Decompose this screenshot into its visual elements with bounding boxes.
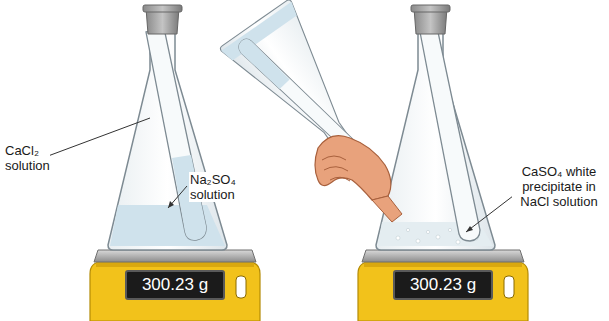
solution-label: Na₂SO₄ solution [189,172,253,202]
mass-reading: 300.23 g [142,272,208,298]
balance-display: 300.23 g [393,270,493,300]
balance-display: 300.23 g [125,270,225,300]
solution-label: CaCl₂ solution [4,143,50,173]
solution-label: CaSO₄ white precipitate in NaCl solution [512,164,606,209]
mass-reading: 300.23 g [410,272,476,298]
